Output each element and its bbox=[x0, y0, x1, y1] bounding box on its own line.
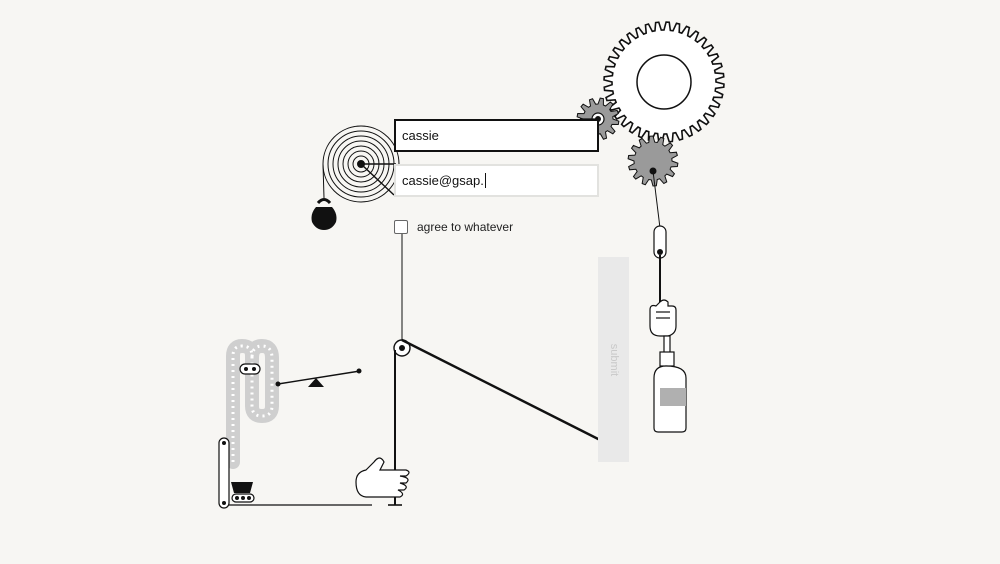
submit-button[interactable]: submit bbox=[598, 257, 629, 462]
hand-icon bbox=[355, 457, 410, 498]
spray-bottle-icon bbox=[653, 335, 687, 433]
bottle-hand-icon bbox=[649, 299, 677, 337]
text-caret bbox=[484, 173, 486, 188]
seesaw-icon bbox=[275, 368, 362, 387]
name-field[interactable]: cassie bbox=[394, 119, 599, 152]
agree-label: agree to whatever bbox=[417, 220, 514, 234]
lower-gear-icon bbox=[627, 135, 679, 187]
big-gear-icon bbox=[603, 21, 725, 143]
email-value: cassie@gsap. bbox=[402, 173, 484, 188]
agree-checkbox[interactable] bbox=[394, 220, 408, 234]
submit-label: submit bbox=[607, 343, 620, 376]
bottle-pull-chain bbox=[652, 170, 667, 306]
basket-icon bbox=[231, 482, 255, 503]
conveyor-icon bbox=[218, 338, 279, 509]
name-value: cassie bbox=[402, 128, 439, 143]
email-field[interactable]: cassie@gsap. bbox=[394, 164, 599, 197]
agree-row: agree to whatever bbox=[394, 218, 513, 236]
spiral-spring-icon bbox=[322, 125, 400, 203]
kettlebell-icon bbox=[311, 198, 337, 230]
